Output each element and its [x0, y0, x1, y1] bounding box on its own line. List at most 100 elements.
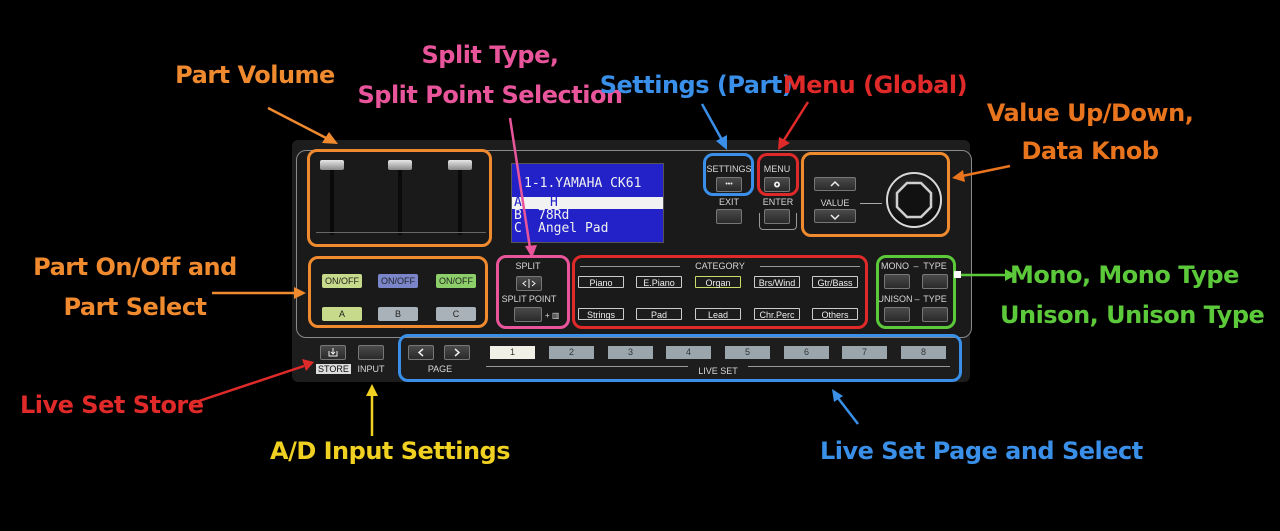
- fader-a[interactable]: [320, 160, 344, 170]
- settings-highlight: [703, 153, 754, 196]
- settings-label: SETTINGS: [706, 164, 752, 174]
- unison-type-button[interactable]: [922, 307, 948, 322]
- category-brswind-button[interactable]: Brs/Wind: [754, 276, 800, 288]
- live-set-3-button[interactable]: 3: [608, 346, 653, 359]
- data-knob[interactable]: [886, 172, 942, 228]
- menu-highlight: [757, 153, 799, 196]
- part-a-select-button[interactable]: A: [322, 307, 362, 321]
- annotation-part-onoff-1: Part On/Off and: [33, 253, 237, 281]
- fader-b[interactable]: [388, 160, 412, 170]
- split-highlight: [496, 255, 570, 329]
- mono-unison-highlight: [876, 255, 956, 329]
- part-c-onoff-button[interactable]: ON/OFF: [436, 274, 476, 288]
- mono-button[interactable]: [884, 274, 910, 289]
- annotation-mono-2: Unison, Unison Type: [1000, 301, 1265, 329]
- live-set-1-button[interactable]: 1: [490, 346, 535, 359]
- part-b-select-button[interactable]: B: [378, 307, 418, 321]
- exit-label: EXIT: [718, 197, 739, 207]
- category-chrperc-button[interactable]: Chr.Perc: [754, 308, 800, 320]
- split-point-label: SPLIT POINT: [501, 294, 557, 304]
- lcd-row-c-letter: C: [514, 221, 522, 236]
- category-highlight: [572, 255, 868, 329]
- page-left-button[interactable]: [408, 345, 434, 360]
- split-icon: [522, 279, 536, 288]
- category-gtrbass-button[interactable]: Gtr/Bass: [812, 276, 858, 288]
- category-line-right: [760, 266, 860, 267]
- settings-button[interactable]: •••: [716, 177, 742, 192]
- live-set-label: LIVE SET: [688, 366, 748, 376]
- unison-dash: –: [914, 294, 920, 304]
- menu-button[interactable]: [764, 177, 790, 192]
- value-down-button[interactable]: [814, 209, 856, 223]
- annotation-live-set-page: Live Set Page and Select: [820, 437, 1143, 465]
- fader-track-a: [330, 160, 334, 235]
- live-set-5-button[interactable]: 5: [725, 346, 770, 359]
- store-icon: [328, 348, 338, 357]
- annotation-settings-part: Settings (Part): [599, 71, 793, 99]
- input-button[interactable]: [358, 345, 384, 360]
- category-lead-button[interactable]: Lead: [695, 308, 741, 320]
- chevron-up-icon: [830, 180, 840, 187]
- annotation-live-set-store: Live Set Store: [20, 391, 204, 419]
- page-label: PAGE: [427, 364, 453, 374]
- page-right-button[interactable]: [444, 345, 470, 360]
- unison-button[interactable]: [884, 307, 910, 322]
- part-c-select-button[interactable]: C: [436, 307, 476, 321]
- mono-type-button[interactable]: [922, 274, 948, 289]
- live-set-highlight: [398, 334, 962, 382]
- live-set-2-button[interactable]: 2: [549, 346, 594, 359]
- category-line-left: [580, 266, 680, 267]
- annotation-mono-1: Mono, Mono Type: [1010, 261, 1239, 289]
- part-volume-highlight: [307, 149, 492, 247]
- fader-scale-line: [316, 232, 486, 233]
- category-organ-button[interactable]: Organ: [695, 276, 741, 288]
- lcd-row-c-name: Angel Pad: [538, 221, 609, 236]
- store-button[interactable]: [320, 345, 346, 360]
- chevron-left-icon: [417, 348, 424, 357]
- mono-label: MONO: [881, 261, 909, 271]
- annotation-menu-global: Menu (Global): [782, 71, 968, 99]
- live-set-7-button[interactable]: 7: [842, 346, 887, 359]
- knob-octagon-icon: [895, 181, 933, 219]
- annotation-value-1: Value Up/Down,: [986, 99, 1194, 127]
- category-epiano-button[interactable]: E.Piano: [636, 276, 682, 288]
- value-up-button[interactable]: [814, 177, 856, 191]
- lcd-display: 1-1.YAMAHA CK61 A H B 78Rd C Angel Pad: [511, 163, 664, 243]
- part-b-onoff-button[interactable]: ON/OFF: [378, 274, 418, 288]
- chevron-right-icon: [454, 348, 461, 357]
- category-piano-button[interactable]: Piano: [578, 276, 624, 288]
- mono-type-label: TYPE: [923, 261, 947, 271]
- annotation-split-type-1: Split Type,: [421, 41, 560, 69]
- annotation-value-2: Data Knob: [1021, 137, 1160, 165]
- annotation-part-volume: Part Volume: [175, 61, 335, 89]
- part-a-onoff-button[interactable]: ON/OFF: [322, 274, 362, 288]
- unison-label: UNISON: [877, 294, 913, 304]
- annotation-ad-input: A/D Input Settings: [270, 437, 511, 465]
- category-strings-button[interactable]: Strings: [578, 308, 624, 320]
- value-highlight: [801, 152, 950, 237]
- input-label: INPUT: [357, 364, 385, 374]
- split-type-button[interactable]: [516, 276, 542, 291]
- keyboard-icon: + ▥: [545, 311, 560, 320]
- lcd-row-b-name: 78Rd: [538, 208, 570, 223]
- unison-type-label: TYPE: [923, 294, 947, 304]
- fader-c[interactable]: [448, 160, 472, 170]
- enter-label: ENTER: [762, 197, 794, 207]
- live-set-8-button[interactable]: 8: [901, 346, 946, 359]
- category-others-button[interactable]: Others: [812, 308, 858, 320]
- fader-track-c: [458, 160, 462, 235]
- exit-button[interactable]: [716, 209, 742, 224]
- value-knob-line: [860, 203, 882, 204]
- part-onoff-highlight: [308, 256, 488, 328]
- live-set-6-button[interactable]: 6: [784, 346, 829, 359]
- split-label: SPLIT: [515, 261, 541, 271]
- annotation-part-onoff-2: Part Select: [63, 293, 207, 321]
- split-point-button[interactable]: [514, 307, 542, 322]
- enter-button[interactable]: [764, 209, 790, 224]
- menu-label: MENU: [763, 164, 791, 174]
- store-label: STORE: [316, 364, 351, 374]
- gear-icon: [774, 181, 780, 188]
- live-set-4-button[interactable]: 4: [666, 346, 711, 359]
- category-pad-button[interactable]: Pad: [636, 308, 682, 320]
